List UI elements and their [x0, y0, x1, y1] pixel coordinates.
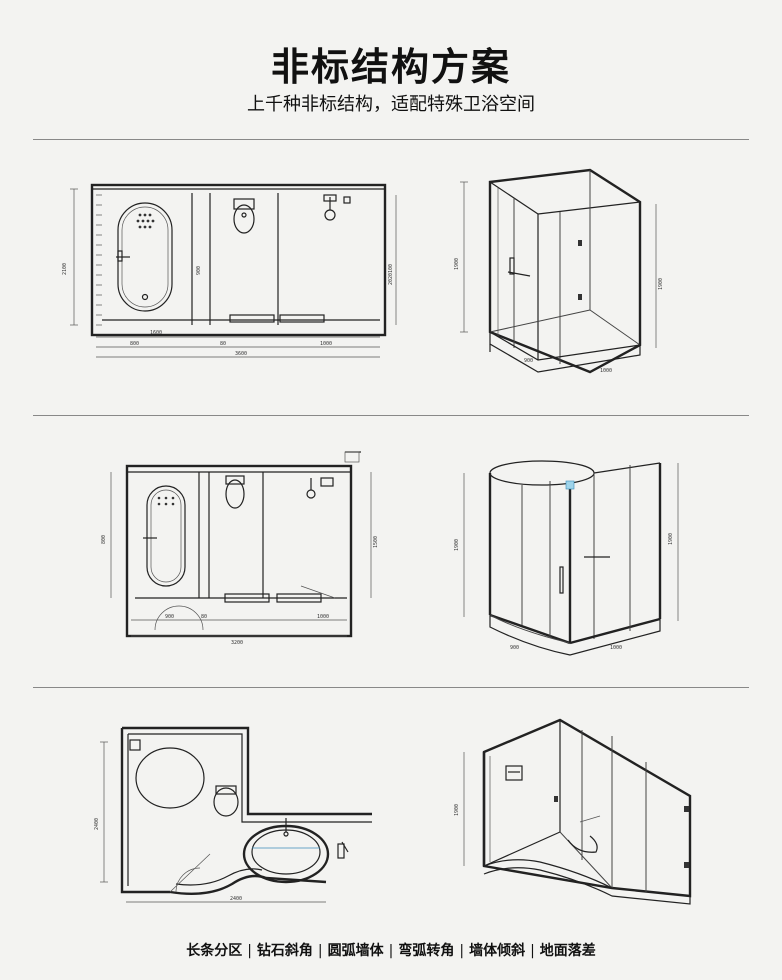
plan-curved-corner-drawing: 2400 2400 — [90, 722, 390, 912]
svg-text:2400: 2400 — [230, 896, 242, 902]
page-subtitle: 上千种非标结构，适配特殊卫浴空间 — [247, 94, 535, 115]
svg-text:1900: 1900 — [658, 278, 664, 290]
svg-text:1900: 1900 — [454, 804, 460, 816]
svg-text:80: 80 — [220, 341, 226, 347]
svg-text:80: 80 — [201, 614, 207, 620]
footer-separator: | — [247, 943, 252, 959]
svg-text:1900: 1900 — [668, 533, 674, 545]
svg-text:1600: 1600 — [150, 330, 162, 336]
footer-item-long-strip: 长条分区 — [186, 943, 243, 959]
svg-text:900: 900 — [510, 645, 519, 651]
footer-separator: | — [530, 943, 535, 959]
svg-text:2020100: 2020100 — [388, 264, 394, 285]
svg-text:3600: 3600 — [235, 351, 247, 357]
svg-text:1900: 1900 — [454, 258, 460, 270]
footer-separator: | — [459, 943, 465, 959]
svg-text:1000: 1000 — [610, 645, 622, 651]
footer-feature-list: 长条分区|钻石斜角|圆弧墙体|弯弧转角|墙体倾斜|地面落差 — [0, 940, 782, 960]
svg-text:900: 900 — [524, 358, 533, 364]
page-title: 非标结构方案 — [270, 45, 511, 89]
svg-text:3200: 3200 — [231, 640, 243, 646]
svg-text:800: 800 — [130, 341, 139, 347]
footer-item-floor-drop: 地面落差 — [539, 943, 596, 959]
svg-text:900: 900 — [196, 266, 202, 275]
svg-text:1000: 1000 — [317, 614, 329, 620]
footer-separator: | — [317, 943, 323, 959]
footer-item-curved-corner: 弯弧转角 — [398, 943, 455, 959]
divider-middle — [33, 415, 749, 416]
enclosure-rectangular-drawing: 1900 1900 900 1000 — [450, 160, 680, 400]
enclosure-arc-drawing: 1900 1900 900 1000 — [450, 445, 690, 675]
plan-diamond-angle-drawing: 800 1500 900 80 1000 3200 — [95, 448, 395, 648]
footer-separator: | — [388, 943, 394, 959]
svg-text:900: 900 — [165, 614, 174, 620]
divider-bottom — [33, 687, 749, 688]
svg-text:1900: 1900 — [454, 539, 460, 551]
svg-text:2100: 2100 — [62, 263, 68, 275]
svg-text:1500: 1500 — [373, 536, 379, 548]
svg-text:2400: 2400 — [94, 818, 100, 830]
footer-item-arc-wall: 圆弧墙体 — [327, 943, 384, 959]
plan-long-strip-drawing: 2100 2020100 1600 800 80 1000 3600 900 — [60, 175, 400, 375]
divider-top — [33, 139, 749, 140]
svg-text:800: 800 — [101, 535, 107, 544]
footer-item-diamond-angle: 钻石斜角 — [256, 943, 313, 959]
svg-text:1000: 1000 — [320, 341, 332, 347]
enclosure-curved-corner-drawing: 1900 — [450, 712, 700, 912]
footer-item-slanted-wall: 墙体倾斜 — [469, 943, 526, 959]
svg-text:1000: 1000 — [600, 368, 612, 374]
